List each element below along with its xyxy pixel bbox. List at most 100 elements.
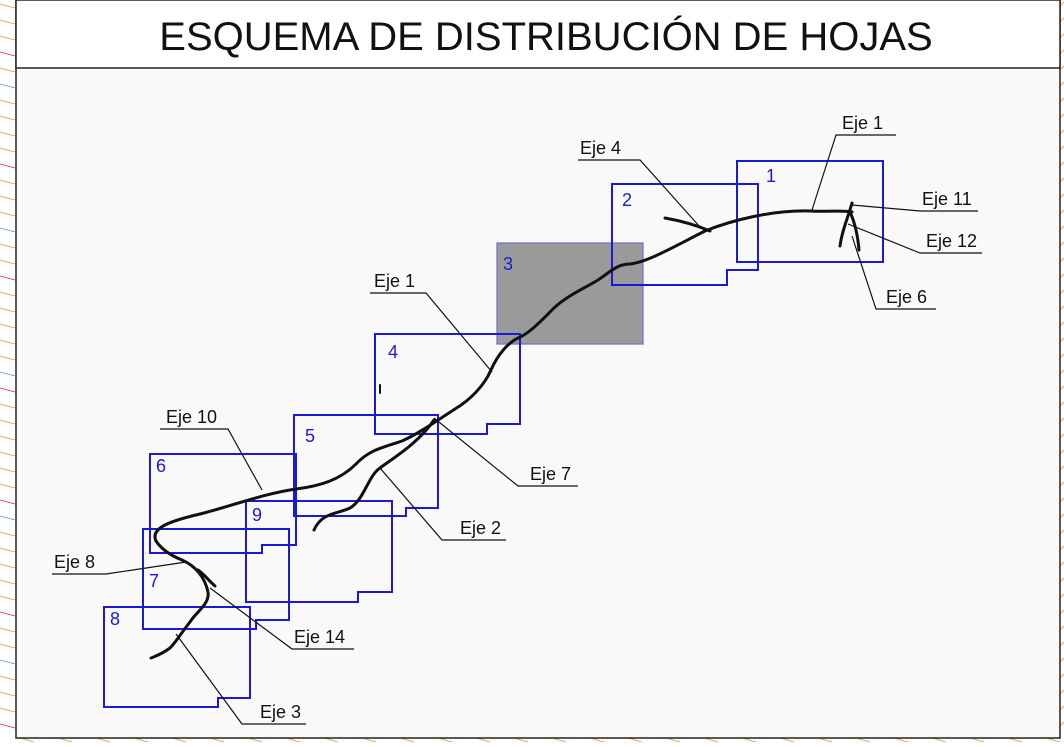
sheet-1-rect (736, 160, 884, 263)
axis-main-path (153, 209, 854, 543)
edge-contour-left (0, 435, 16, 441)
leader-eje-8 (52, 561, 187, 575)
leader-eje-14 (209, 587, 354, 650)
label-eje-3: Eje 3 (260, 702, 301, 722)
axis-14-path (196, 568, 217, 588)
edge-contour-left (0, 531, 16, 537)
sheet-6-rect (149, 453, 297, 554)
edge-contour-left (0, 595, 16, 601)
edge-contour-left (0, 579, 16, 585)
label-eje-2: Eje 2 (460, 518, 501, 538)
axis-labels: Eje 1 Eje 4 Eje 11 Eje 12 Eje 6 Eje 1 Ej… (54, 113, 977, 722)
sheet-rectangles (103, 160, 884, 708)
edge-contour-left (0, 163, 16, 169)
leader-eje-1-mid (370, 292, 493, 373)
edge-contour-left (0, 611, 16, 617)
sheet-number-5: 5 (305, 426, 315, 446)
sheet-number-7: 7 (149, 571, 159, 591)
leader-eje-12 (847, 223, 982, 254)
axis-4-path (663, 216, 712, 233)
edge-contour-left (0, 83, 16, 89)
sheet-number-8: 8 (110, 609, 120, 629)
edge-contour-left (0, 131, 16, 137)
edge-contour-left (0, 323, 16, 329)
edge-contour-left (0, 355, 16, 361)
diagram-title: ESQUEMA DE DISTRIBUCIÓN DE HOJAS (159, 14, 932, 59)
leader-eje-3 (175, 633, 306, 725)
leader-eje-7 (433, 417, 578, 487)
edge-contour-left (0, 387, 16, 393)
edge-contour-left (0, 243, 16, 249)
sheet-7-rect (142, 528, 290, 630)
label-eje-11: Eje 11 (922, 189, 972, 209)
edge-contour-left (0, 19, 16, 25)
sheet-numbers: 1 2 3 4 5 6 7 8 9 (110, 166, 776, 629)
edge-contour-left (0, 675, 16, 681)
sheet-number-9: 9 (252, 505, 262, 525)
edge-contour-left (0, 627, 16, 633)
label-eje-4: Eje 4 (580, 138, 621, 158)
edge-contour-left (0, 723, 16, 729)
leader-eje-10 (160, 428, 263, 491)
edge-contour-left (0, 99, 16, 105)
edge-contour-left (0, 227, 16, 233)
edge-contour-left (0, 115, 16, 121)
leader-lines (52, 134, 982, 725)
edge-contour-left (0, 691, 16, 697)
edge-contour-left (0, 419, 16, 425)
sheet-2-rect (611, 183, 759, 286)
leader-eje-11 (851, 204, 978, 212)
edge-contour-left (0, 275, 16, 281)
edge-contour-left (0, 659, 16, 665)
edge-contour-left (0, 371, 16, 377)
edge-contour-left (0, 67, 16, 73)
sheet-number-1: 1 (766, 166, 776, 186)
leader-eje-6 (851, 235, 936, 310)
sheet-9-rect (245, 500, 393, 603)
sheet-number-4: 4 (388, 342, 398, 362)
road-axes (149, 201, 861, 660)
edge-contour-left (0, 707, 16, 713)
axis-south-path (149, 539, 210, 660)
sheet-8-rect (103, 606, 251, 708)
edge-contour-left (0, 563, 16, 569)
label-eje-1-top: Eje 1 (842, 113, 883, 133)
edge-contour-left (0, 35, 16, 41)
edge-contour-left (0, 339, 16, 345)
label-eje-1-mid: Eje 1 (374, 271, 415, 291)
edge-contour-left (0, 403, 16, 409)
edge-contour-left (0, 515, 16, 521)
edge-contour-left (0, 291, 16, 297)
leader-eje-4 (578, 159, 701, 228)
label-eje-6: Eje 6 (886, 287, 927, 307)
axis-east-branch (838, 201, 854, 248)
sheet-3-rect (496, 242, 644, 345)
edge-contour-left (0, 179, 16, 185)
axis-2-path (312, 418, 436, 532)
axis-east-branch-2 (848, 210, 861, 252)
drawing-frame (15, 0, 1061, 739)
edge-contour-left (0, 51, 16, 57)
edge-contour-left (0, 3, 16, 9)
label-eje-14: Eje 14 (294, 627, 345, 647)
edge-contour-left (0, 467, 16, 473)
sheet-5-rect (293, 414, 439, 517)
edge-contour-left (0, 211, 16, 217)
label-eje-10: Eje 10 (166, 407, 217, 427)
leader-eje-1-top (811, 134, 896, 211)
sheet-number-6: 6 (156, 456, 166, 476)
title-block (15, 0, 1061, 69)
sheet-number-3: 3 (503, 254, 513, 274)
edge-contour-left (0, 195, 16, 201)
leader-eje-2 (379, 467, 506, 541)
edge-contour-left (0, 259, 16, 265)
sheet-number-2: 2 (622, 190, 632, 210)
sheet-4-rect (374, 333, 521, 435)
edge-contour-left (0, 147, 16, 153)
edge-contour-left (0, 451, 16, 457)
edge-contour-left (0, 483, 16, 489)
label-eje-8: Eje 8 (54, 552, 95, 572)
label-eje-12: Eje 12 (926, 231, 977, 251)
